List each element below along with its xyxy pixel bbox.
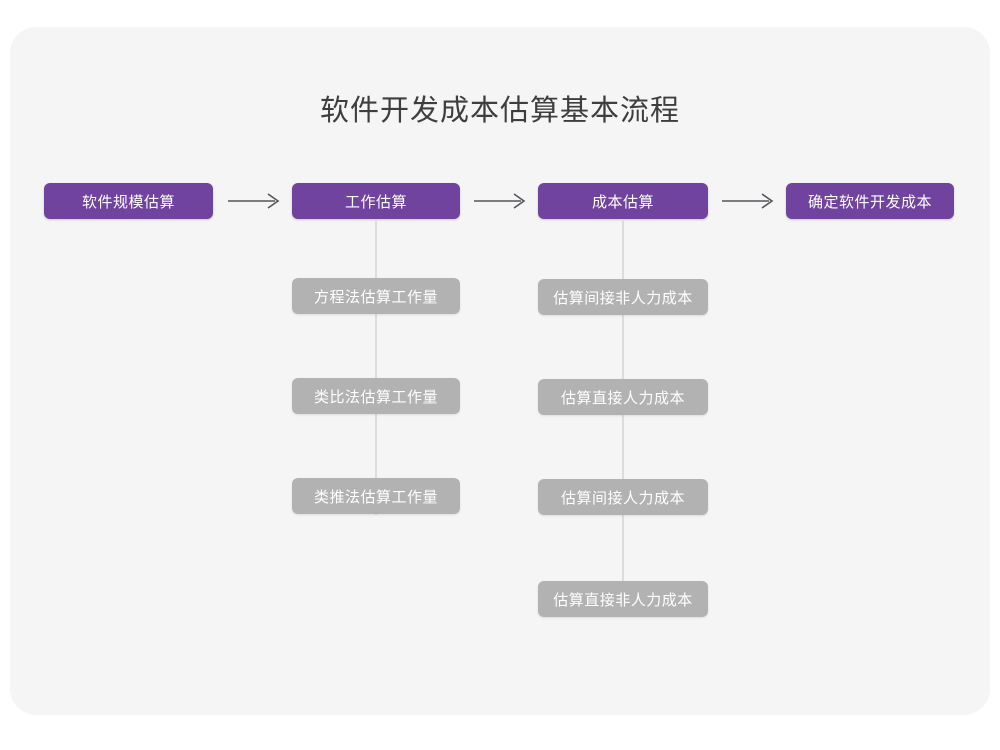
flow-step-label: 工作估算 (344, 193, 407, 211)
branch-node-direct-labor-cost[interactable]: 估算直接人力成本 (538, 379, 708, 415)
branch-node-label: 估算直接非人力成本 (553, 591, 693, 609)
branch-node-label: 估算间接非人力成本 (553, 289, 693, 307)
arrow-right-icon-1 (228, 190, 284, 212)
branch-connector-line-right (622, 219, 624, 617)
branch-node-label: 方程法估算工作量 (313, 288, 438, 306)
flow-step-software-scale-estimation[interactable]: 软件规模估算 (44, 183, 213, 219)
flow-step-label: 软件规模估算 (81, 193, 175, 211)
branch-node-label: 类比法估算工作量 (313, 388, 438, 406)
branch-node-indirect-nonlabor-cost[interactable]: 估算间接非人力成本 (538, 279, 708, 315)
flow-step-determine-development-cost[interactable]: 确定软件开发成本 (786, 183, 954, 219)
flow-step-effort-estimation[interactable]: 工作估算 (292, 183, 460, 219)
branch-node-indirect-labor-cost[interactable]: 估算间接人力成本 (538, 479, 708, 515)
flow-step-label: 成本估算 (591, 193, 654, 211)
branch-node-label: 估算直接人力成本 (560, 389, 685, 407)
flow-step-label: 确定软件开发成本 (807, 193, 932, 211)
branch-node-label: 类推法估算工作量 (313, 488, 438, 506)
page-title: 软件开发成本估算基本流程 (319, 95, 680, 127)
branch-node-label: 估算间接人力成本 (560, 489, 685, 507)
arrow-right-icon-3 (722, 190, 778, 212)
branch-connector-line-left (375, 219, 377, 515)
branch-node-direct-nonlabor-cost[interactable]: 估算直接非人力成本 (538, 581, 708, 617)
flow-step-cost-estimation[interactable]: 成本估算 (538, 183, 708, 219)
arrow-right-icon-2 (474, 190, 530, 212)
diagram-card (10, 27, 990, 715)
branch-node-inference-method-effort[interactable]: 类推法估算工作量 (292, 478, 460, 514)
branch-node-analogy-method-effort[interactable]: 类比法估算工作量 (292, 378, 460, 414)
branch-node-equation-method-effort[interactable]: 方程法估算工作量 (292, 278, 460, 314)
